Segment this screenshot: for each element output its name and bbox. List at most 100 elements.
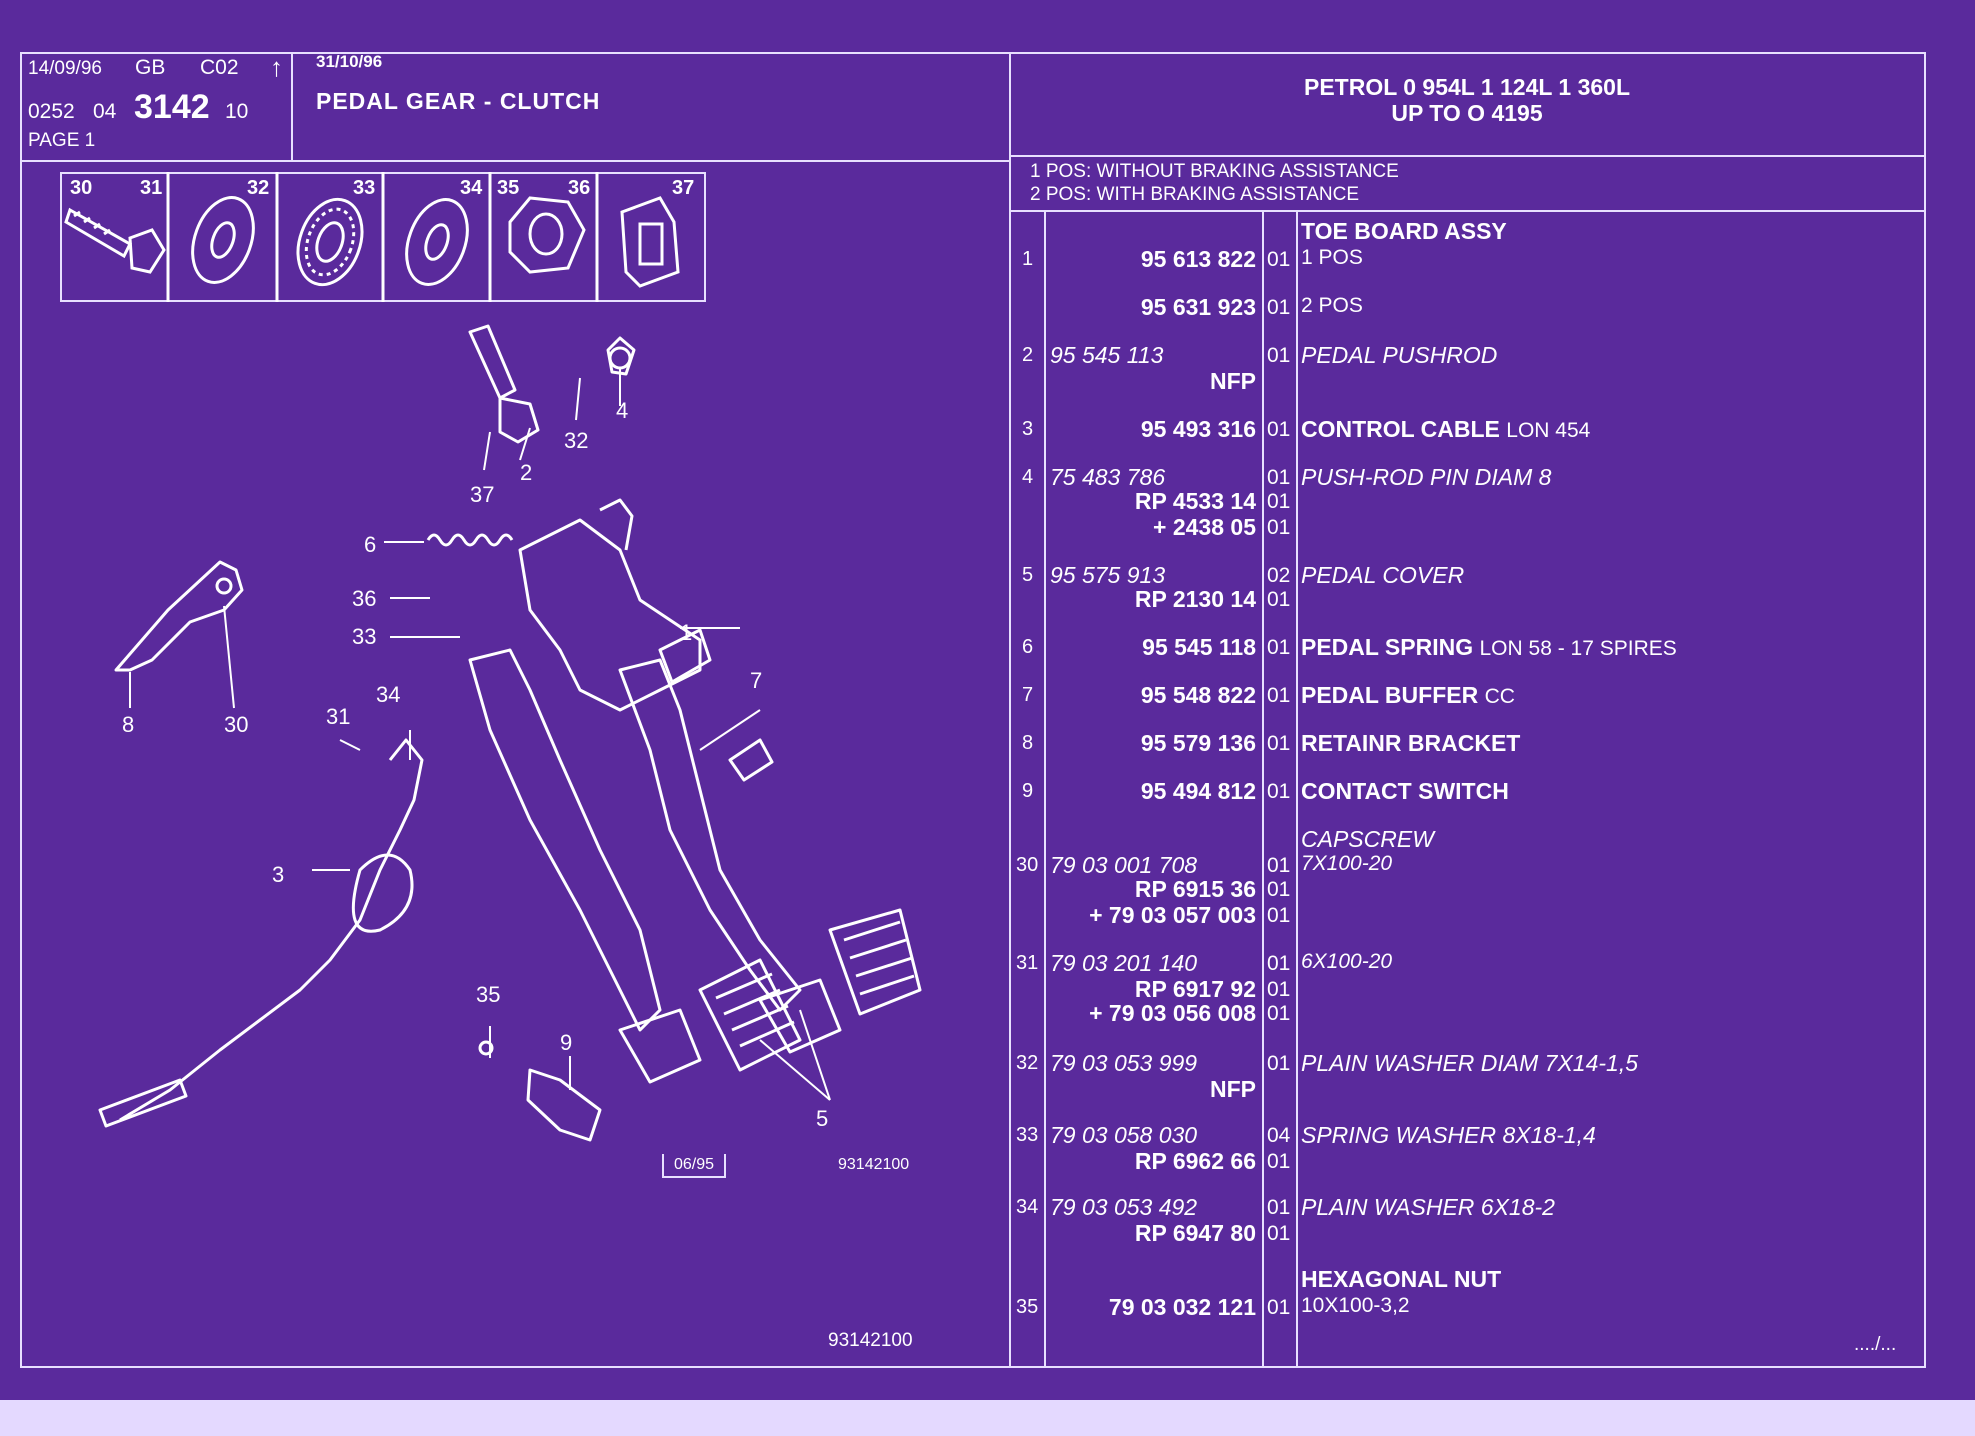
diag-label-7: 7 bbox=[750, 668, 762, 693]
part-pos: 2 bbox=[1022, 344, 1034, 366]
hw-label-36: 36 bbox=[568, 177, 590, 199]
part-qty: 01 bbox=[1267, 978, 1291, 1001]
col-divider-desc bbox=[1296, 212, 1298, 1368]
header-ref-suffix: 10 bbox=[225, 100, 249, 123]
part-desc: 2 POS bbox=[1301, 294, 1363, 317]
part-desc: 6X100-20 bbox=[1301, 950, 1393, 973]
part-number: 79 03 053 492 bbox=[1050, 1194, 1198, 1220]
hw-label-37: 37 bbox=[672, 177, 694, 199]
hw-label-31: 31 bbox=[140, 177, 162, 199]
part-qty: 01 bbox=[1267, 1222, 1291, 1245]
header-country: GB bbox=[135, 56, 166, 79]
col-divider-pos bbox=[1044, 212, 1046, 1368]
part-qty: 01 bbox=[1267, 854, 1291, 877]
diag-label-4: 4 bbox=[616, 398, 628, 423]
pedal-diagram: 1 2 3 4 5 6 7 8 9 30 31 32 33 34 35 36 3… bbox=[98, 324, 922, 1142]
contact-switch-part bbox=[526, 1068, 602, 1142]
part-desc-header: HEXAGONAL NUT bbox=[1301, 1266, 1502, 1292]
part-pos: 34 bbox=[1016, 1196, 1039, 1218]
pushrod-part bbox=[468, 324, 636, 444]
part-pos: 3 bbox=[1022, 418, 1034, 440]
part-qty: 01 bbox=[1267, 1002, 1291, 1025]
part-desc: PEDAL PUSHROD bbox=[1301, 342, 1498, 368]
hw-label-30: 30 bbox=[70, 177, 92, 199]
header-divider-right bbox=[1009, 155, 1925, 157]
diag-label-6: 6 bbox=[364, 532, 376, 557]
part-qty: 01 bbox=[1267, 732, 1291, 755]
part-number: RP 4533 14 bbox=[1134, 488, 1256, 514]
part-pos: 9 bbox=[1022, 780, 1034, 802]
diag-label-5: 5 bbox=[816, 1106, 828, 1131]
part-number: RP 6962 66 bbox=[1134, 1148, 1256, 1174]
diag-label-3: 3 bbox=[272, 862, 284, 887]
part-desc-header: TOE BOARD ASSY bbox=[1301, 218, 1507, 244]
engine-line-2: UP TO O 4195 bbox=[1391, 100, 1543, 126]
part-number: 75 483 786 bbox=[1050, 464, 1166, 490]
brake-pedal-part bbox=[618, 658, 802, 1012]
diag-label-30: 30 bbox=[224, 712, 248, 737]
hw-label-34: 34 bbox=[460, 177, 483, 199]
part-qty: 01 bbox=[1267, 1150, 1291, 1173]
part-number: 79 03 053 999 bbox=[1050, 1050, 1198, 1076]
part-qty: 01 bbox=[1267, 248, 1291, 271]
part-number: NFP bbox=[1210, 368, 1256, 394]
clip-icon bbox=[620, 196, 680, 288]
hex-nut-icon bbox=[508, 196, 586, 274]
part-qty: 04 bbox=[1267, 1124, 1291, 1147]
part-desc: 1 POS bbox=[1301, 246, 1363, 269]
part-qty: 01 bbox=[1267, 1052, 1291, 1075]
part-pos: 35 bbox=[1016, 1296, 1039, 1318]
header-ref-group: 04 bbox=[93, 100, 117, 123]
header-code: C02 bbox=[200, 56, 239, 79]
up-arrow-icon: ↑ bbox=[270, 52, 283, 82]
drawing-ref-2: 93142100 bbox=[828, 1330, 913, 1351]
part-number: + 79 03 057 003 bbox=[1089, 902, 1256, 928]
part-pos: 7 bbox=[1022, 684, 1034, 706]
part-number: RP 6917 92 bbox=[1134, 976, 1256, 1002]
part-qty: 01 bbox=[1267, 344, 1291, 367]
part-desc: PEDAL COVER bbox=[1301, 562, 1465, 588]
part-qty: 01 bbox=[1267, 296, 1291, 319]
part-number: 95 631 923 bbox=[1140, 294, 1256, 320]
part-qty: 01 bbox=[1267, 636, 1291, 659]
part-desc: PLAIN WASHER 6X18-2 bbox=[1301, 1194, 1555, 1220]
diag-label-8: 8 bbox=[122, 712, 134, 737]
washer-icon bbox=[405, 198, 469, 286]
diag-label-36: 36 bbox=[352, 586, 376, 611]
pedal-buffer-part bbox=[728, 738, 774, 782]
retainer-bracket-part bbox=[114, 560, 244, 672]
part-number: 79 03 001 708 bbox=[1050, 852, 1198, 878]
part-qty: 01 bbox=[1267, 1296, 1291, 1319]
part-qty: 01 bbox=[1267, 1196, 1291, 1219]
continued-marker: ..../... bbox=[1854, 1334, 1897, 1355]
spring-washer-icon bbox=[296, 197, 364, 287]
hw-label-33: 33 bbox=[353, 177, 375, 199]
part-pos: 6 bbox=[1022, 636, 1034, 658]
part-number: RP 6915 36 bbox=[1134, 876, 1256, 902]
divider-left-right bbox=[1009, 52, 1011, 1368]
part-number: 79 03 201 140 bbox=[1050, 950, 1198, 976]
part-number: 95 575 913 bbox=[1050, 562, 1166, 588]
part-qty: 01 bbox=[1267, 878, 1291, 901]
note-1: 1 POS: WITHOUT BRAKING ASSISTANCE bbox=[1030, 161, 1399, 182]
part-pos: 5 bbox=[1022, 564, 1034, 586]
part-desc: SPRING WASHER 8X18-1,4 bbox=[1301, 1122, 1596, 1148]
part-desc: PEDAL SPRING LON 58 - 17 SPIRES bbox=[1301, 634, 1677, 660]
part-pos: 32 bbox=[1016, 1052, 1039, 1074]
part-qty: 01 bbox=[1267, 588, 1291, 611]
part-number: 95 545 113 bbox=[1050, 342, 1164, 368]
page-title: PEDAL GEAR - CLUTCH bbox=[316, 88, 601, 114]
note-2: 2 POS: WITH BRAKING ASSISTANCE bbox=[1030, 184, 1360, 205]
diag-label-2: 2 bbox=[520, 460, 532, 485]
part-desc: PEDAL BUFFER CC bbox=[1301, 682, 1515, 708]
plain-washer-icon bbox=[191, 196, 255, 284]
date-stamp: 06/95 bbox=[662, 1154, 727, 1178]
part-qty: 01 bbox=[1267, 780, 1291, 803]
part-pos: 8 bbox=[1022, 732, 1034, 754]
part-qty: 01 bbox=[1267, 418, 1291, 441]
part-desc: CONTROL CABLE LON 454 bbox=[1301, 416, 1591, 442]
diag-label-37: 37 bbox=[470, 482, 494, 507]
control-cable-part bbox=[98, 738, 424, 1128]
part-desc: CONTACT SWITCH bbox=[1301, 778, 1509, 804]
diag-label-35: 35 bbox=[476, 982, 500, 1007]
